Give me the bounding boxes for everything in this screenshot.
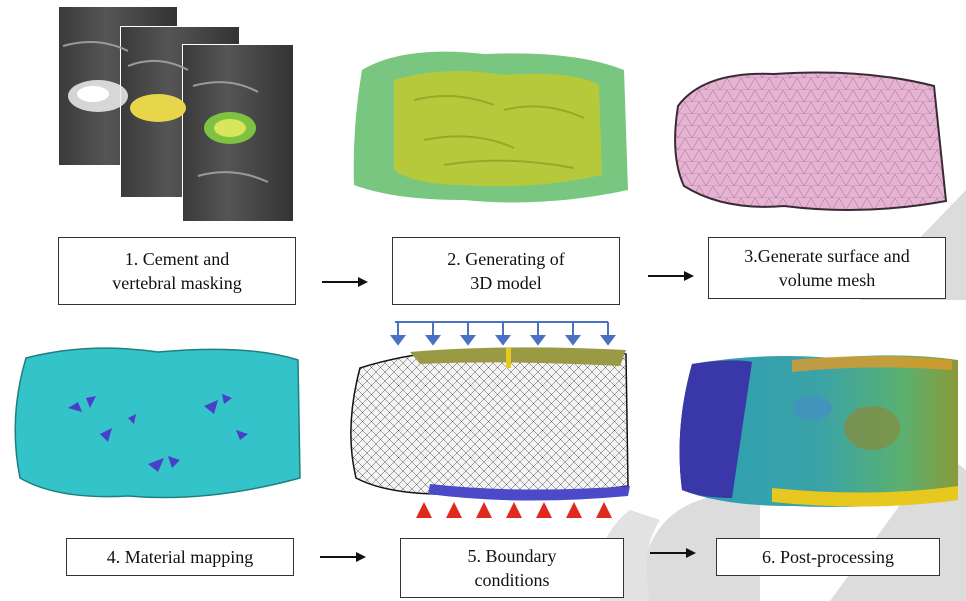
- right-arrow-icon: [650, 548, 696, 558]
- boundary-conditions-image: [350, 321, 630, 518]
- material-mapping-image: [14, 347, 301, 499]
- step-6-box: 6. Post-processing: [716, 538, 940, 576]
- step-4-line1: 4. Material mapping: [106, 547, 254, 567]
- step-3-line1: 3.Generate surface and: [744, 246, 910, 266]
- step-6-line1: 6. Post-processing: [762, 547, 894, 567]
- ct-slices-image: [58, 6, 294, 222]
- step-3-line2: volume mesh: [778, 270, 876, 290]
- step-1-line2: vertebral masking: [112, 273, 242, 293]
- step-5-box: 5. Boundary conditions: [400, 538, 624, 598]
- step-2-line2: 3D model: [470, 273, 542, 293]
- right-arrow-icon: [320, 552, 366, 562]
- post-processing-image: [679, 355, 958, 507]
- right-arrow-icon: [322, 277, 368, 287]
- step-1-box: 1. Cement and vertebral masking: [58, 237, 296, 305]
- 3d-model-image: [353, 51, 628, 203]
- step-5-line2: conditions: [474, 570, 550, 590]
- surface-mesh-image: [674, 71, 948, 211]
- step-1-line1: 1. Cement and: [124, 249, 230, 269]
- right-arrow-icon: [648, 271, 694, 281]
- step-4-box: 4. Material mapping: [66, 538, 294, 576]
- step-3-box: 3.Generate surface and volume mesh: [708, 237, 946, 299]
- step-2-line1: 2. Generating of: [447, 249, 565, 269]
- step-2-box: 2. Generating of 3D model: [392, 237, 620, 305]
- step-5-line1: 5. Boundary: [467, 546, 557, 566]
